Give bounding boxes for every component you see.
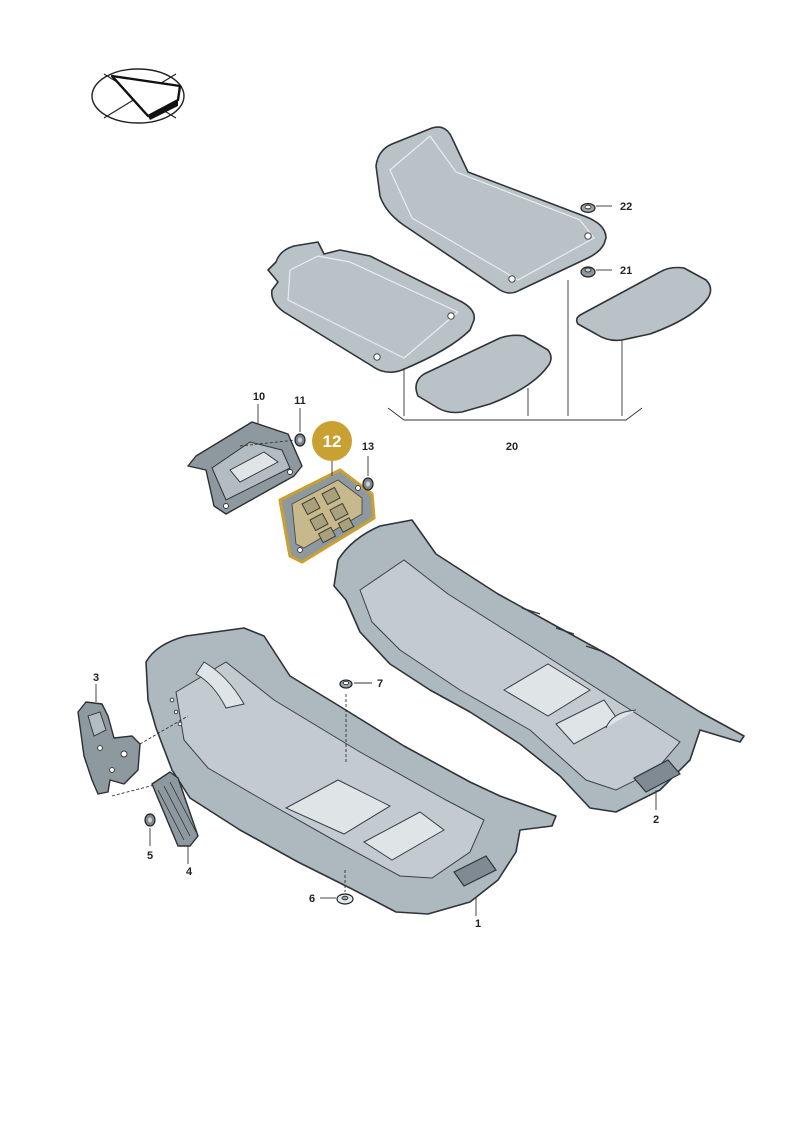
callout-7: 7	[377, 678, 383, 690]
rear-left-floor-mat	[575, 266, 712, 342]
nut-11	[294, 433, 306, 447]
insulation-panel-12	[278, 468, 376, 564]
callout-2: 2	[653, 814, 659, 826]
bracket-10	[187, 421, 303, 515]
bracket-3	[77, 701, 141, 795]
clip-7	[339, 679, 353, 689]
nut-13	[362, 477, 374, 491]
callout-10: 10	[253, 391, 265, 403]
callout-11: 11	[294, 395, 306, 407]
callout-12: 12	[323, 432, 342, 451]
rear-right-floor-mat	[415, 334, 552, 414]
nut-5	[144, 813, 156, 827]
callout-22: 22	[620, 201, 632, 213]
front-left-floor-mat	[375, 126, 607, 294]
highlight-badge-12: 12	[312, 421, 352, 461]
callout-13: 13	[362, 441, 374, 453]
direction-arrow-icon	[91, 68, 185, 124]
callout-1: 1	[475, 918, 481, 930]
front-floor-carpet-1	[145, 627, 557, 915]
callout-4: 4	[186, 866, 193, 878]
callout-21: 21	[620, 265, 632, 277]
clip-21	[580, 266, 596, 278]
pedal-pad-4	[151, 771, 199, 847]
callout-20: 20	[506, 441, 518, 453]
callout-5: 5	[147, 850, 153, 862]
callout-3: 3	[93, 672, 99, 684]
clip-6	[336, 893, 354, 905]
clip-22	[580, 202, 596, 214]
callout-6: 6	[309, 893, 315, 905]
front-right-floor-mat	[267, 241, 476, 374]
rear-floor-carpet-2	[333, 519, 745, 813]
